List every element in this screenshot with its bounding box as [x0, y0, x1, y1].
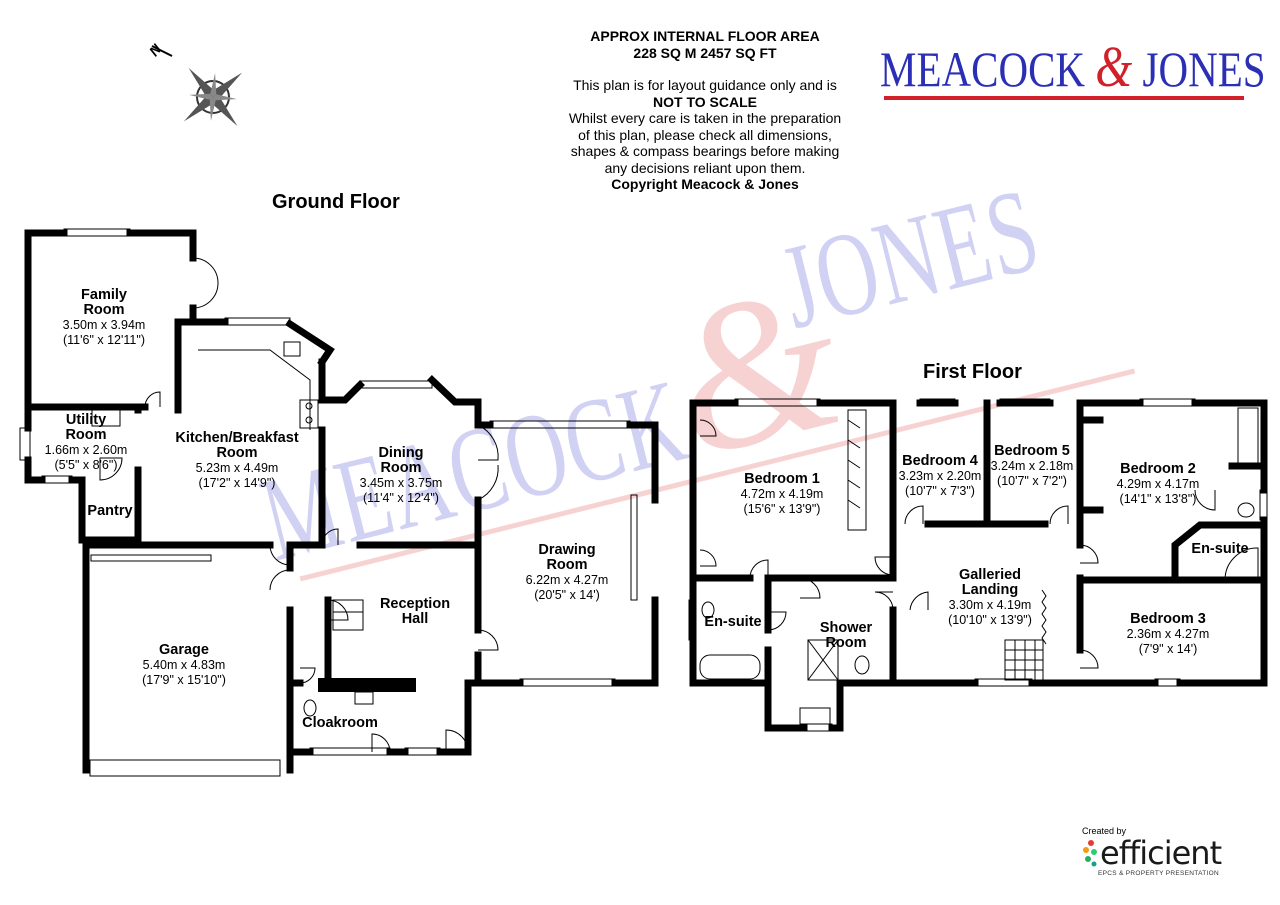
logo-underline	[884, 96, 1244, 100]
room-kitchen: Kitchen/Breakfast Room 5.23m x 4.49m (17…	[175, 430, 299, 491]
floor-area-header: APPROX INTERNAL FLOOR AREA 228 SQ M 2457…	[540, 28, 870, 193]
room-shower: Shower Room	[819, 620, 873, 651]
creator-credit: Created by efficient EPCS & PROPERTY PRE…	[1082, 826, 1222, 877]
first-floor-walls	[689, 399, 1268, 732]
credit-created-by: Created by	[1082, 826, 1127, 836]
room-pantry: Pantry	[87, 503, 133, 519]
room-bedroom-1: Bedroom 1 4.72m x 4.19m (15'6" x 13'9")	[740, 471, 824, 517]
room-bedroom-4: Bedroom 4 3.23m x 2.20m (10'7" x 7'3")	[898, 453, 982, 499]
north-arrow-icon	[151, 45, 173, 57]
ground-floor-title: Ground Floor	[272, 191, 400, 213]
agency-logo: MEACOCK & JONES	[880, 38, 1266, 102]
credit-brand: efficient	[1100, 834, 1222, 872]
efficient-logo-icon	[1083, 840, 1097, 867]
room-garage: Garage 5.40m x 4.83m (17'9" x 15'10")	[142, 642, 226, 688]
disclaimer-line-4: of this plan, please check all dimension…	[578, 126, 832, 143]
credit-tagline: EPCS & PROPERTY PRESENTATION	[1098, 870, 1219, 877]
disclaimer-line-3: Whilst every care is taken in the prepar…	[568, 110, 842, 126]
room-galleried-landing: Galleried Landing 3.30m x 4.19m (10'10" …	[948, 567, 1032, 628]
ground-floor-details	[19, 228, 659, 777]
disclaimer-line-1: This plan is for layout guidance only an…	[573, 77, 837, 93]
logo-part-2: JONES	[1132, 41, 1266, 97]
room-bedroom-5: Bedroom 5 3.24m x 2.18m (10'7" x 7'2")	[990, 443, 1074, 489]
floor-area-line-1: APPROX INTERNAL FLOOR AREA	[590, 28, 820, 44]
room-reception-hall: Reception Hall	[379, 596, 451, 627]
room-family: Family Room 3.50m x 3.94m (11'6" x 12'11…	[62, 287, 146, 348]
room-ensuite-2: En-suite	[1191, 541, 1249, 557]
room-utility: Utility Room 1.66m x 2.60m (5'5" x 8'6")	[44, 412, 128, 473]
disclaimer-line-5: shapes & compass bearings before making	[570, 143, 840, 159]
logo-part-1: MEACOCK	[880, 41, 1096, 97]
ground-floor-walls	[24, 229, 659, 774]
disclaimer-line-2: NOT TO SCALE	[653, 93, 757, 110]
first-floor-title: First Floor	[923, 361, 1022, 383]
compass-rose-icon	[183, 67, 243, 127]
cloakroom-partition	[318, 678, 416, 692]
room-ensuite-1: En-suite	[704, 614, 762, 630]
room-drawing: Drawing Room 6.22m x 4.27m (20'5" x 14')	[525, 542, 609, 603]
logo-ampersand: &	[1095, 34, 1133, 99]
floor-area-line-2: 228 SQ M 2457 SQ FT	[633, 44, 777, 61]
agency-logo-text: MEACOCK & JONES	[880, 38, 1266, 97]
room-bedroom-2: Bedroom 2 4.29m x 4.17m (14'1" x 13'8")	[1116, 461, 1200, 507]
disclaimer-line-6: any decisions reliant upon them.	[604, 159, 806, 176]
first-floor-details	[688, 398, 1268, 732]
room-bedroom-3: Bedroom 3 2.36m x 4.27m (7'9" x 14')	[1126, 611, 1210, 657]
room-dining: Dining Room 3.45m x 3.75m (11'4" x 12'4"…	[359, 445, 443, 506]
copyright-line: Copyright Meacock & Jones	[611, 176, 799, 192]
room-cloakroom: Cloakroom	[302, 715, 378, 731]
